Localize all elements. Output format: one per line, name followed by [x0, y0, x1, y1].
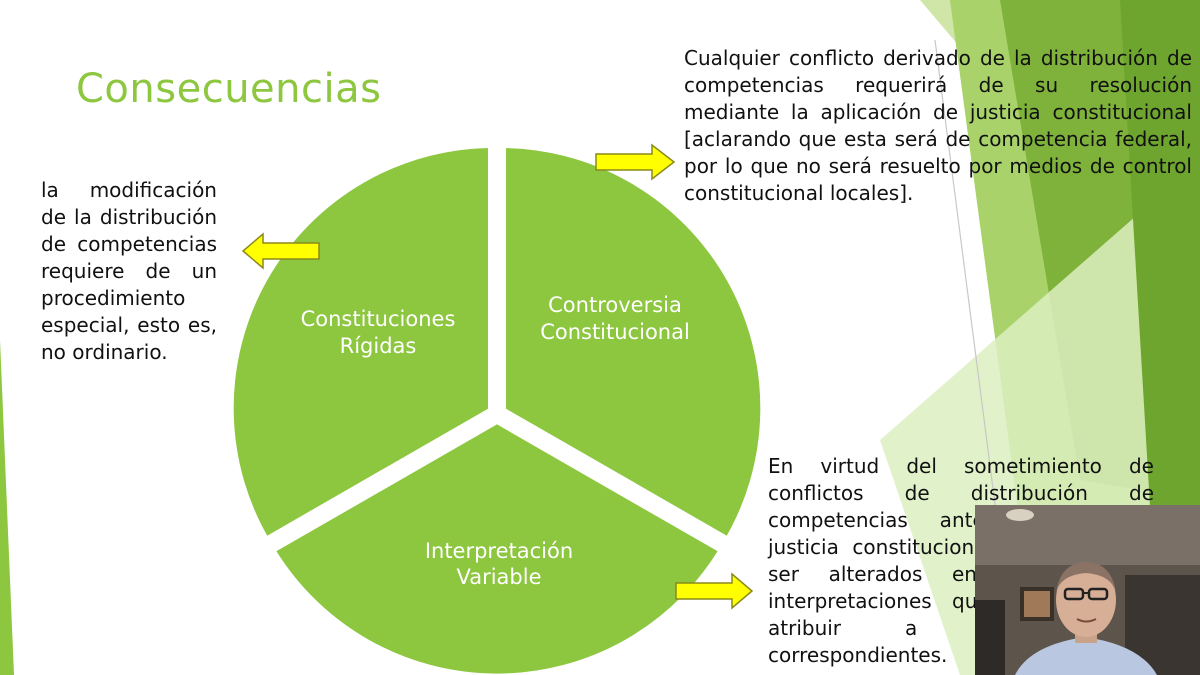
note-top-right: Cualquier conflicto derivado de la distr…: [684, 46, 1192, 205]
segment-label-constitucional: Constitucional: [540, 320, 690, 344]
segment-label-controversia: Controversia: [548, 293, 682, 317]
arrow-right-top-icon: [595, 143, 676, 181]
presenter-video-frame: [975, 505, 1200, 675]
note-left: la modificación de la distribución de co…: [41, 178, 217, 364]
segment-label-variable: Variable: [456, 565, 541, 589]
arrow-left-icon: [241, 232, 320, 270]
arrow-right-bottom-icon: [675, 572, 754, 610]
slide-title: Consecuencias: [76, 66, 382, 112]
segment-label-interpretacion: Interpretación: [425, 539, 573, 563]
segment-interpretacion-variable[interactable]: [255, 405, 739, 675]
presenter-webcam[interactable]: [975, 505, 1200, 675]
segment-label-rigidas: Rígidas: [340, 334, 417, 358]
segment-label-constituciones: Constituciones: [301, 307, 456, 331]
